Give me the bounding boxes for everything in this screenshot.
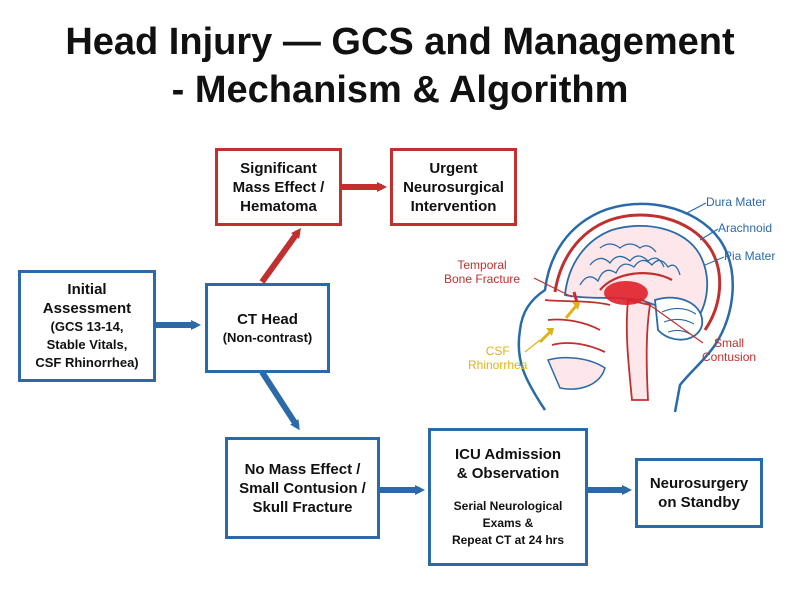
node-icu-admission: ICU Admission & Observation Serial Neuro…	[428, 428, 588, 566]
node-urgent-intervention: Urgent Neurosurgical Intervention	[390, 148, 517, 226]
label-csf-rhinorrhea: CSF Rhinorrhea	[468, 344, 528, 372]
node-ct-title: CT Head	[237, 310, 298, 328]
label-dura-mater: Dura Mater	[706, 195, 767, 209]
title-line-1: Head Injury — GCS and Management	[65, 21, 735, 63]
node-icu-detail: Serial Neurological Exams & Repeat CT at…	[451, 498, 565, 547]
label-pia-mater: Pia Mater	[724, 249, 776, 263]
label-temporal-fracture: Temporal Bone Fracture	[444, 258, 521, 286]
node-urgent-title: Urgent Neurosurgical Intervention	[403, 159, 504, 215]
node-icu-title: ICU Admission & Observation	[454, 446, 562, 483]
arrow-ct-to-nomass	[259, 370, 300, 431]
node-mass-title: Significant Mass Effect / Hematoma	[232, 159, 325, 215]
title-line-2: - Mechanism & Algorithm	[171, 69, 629, 111]
node-mass-effect: Significant Mass Effect / Hematoma	[215, 148, 342, 226]
node-no-mass-effect: No Mass Effect / Small Contusion / Skull…	[225, 437, 380, 539]
node-initial-assessment: Initial Assessment (GCS 13-14, Stable Vi…	[18, 270, 156, 382]
node-initial-title: Initial Assessment	[42, 281, 132, 317]
node-ct-head: CT Head (Non-contrast)	[205, 283, 330, 373]
label-small-contusion: Small Contusion	[702, 336, 757, 364]
page-title: Head Injury — GCS and Management - Mecha…	[0, 18, 800, 114]
node-neurosurgery-standby: Neurosurgery on Standby	[635, 458, 763, 528]
node-initial-detail: (GCS 13-14, Stable Vitals, CSF Rhinorrhe…	[35, 319, 139, 370]
arrow-ct-to-mass	[259, 227, 301, 284]
label-arachnoid: Arachnoid	[718, 221, 773, 235]
node-standby-title: Neurosurgery on Standby	[649, 475, 749, 511]
node-ct-detail: (Non-contrast)	[222, 329, 313, 345]
node-nomass-title: No Mass Effect / Small Contusion / Skull…	[239, 460, 366, 516]
